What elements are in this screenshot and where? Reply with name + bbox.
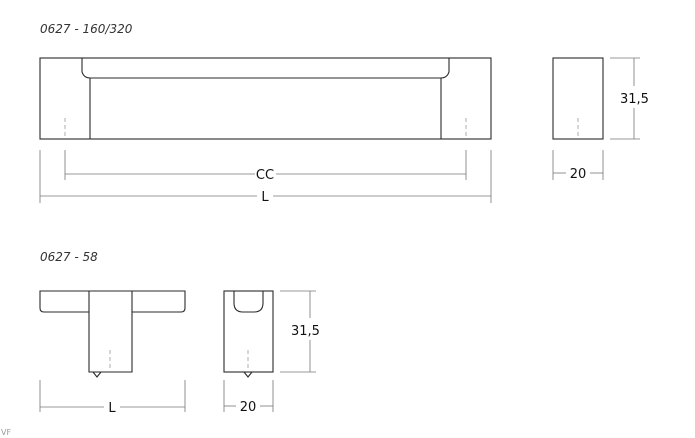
handle-front-view [39, 57, 492, 140]
label-l-2: L [108, 401, 116, 416]
footer-mark: VF [1, 428, 12, 437]
dimension-cc: CC [64, 150, 467, 183]
label-cc: CC [256, 168, 274, 183]
side-recess [233, 291, 264, 313]
label-width-2: 20 [240, 400, 257, 415]
label-l: L [261, 190, 269, 205]
label-height-2: 31,5 [291, 324, 320, 339]
drawing-2-title: 0627 - 58 [40, 250, 98, 264]
dimension-l: L [39, 150, 492, 205]
side-outline-2 [223, 290, 274, 373]
label-height: 31,5 [620, 92, 649, 107]
label-width: 20 [570, 167, 587, 182]
dimension-l-2: L [39, 380, 186, 416]
drawing-1-title: 0627 - 160/320 [40, 22, 133, 36]
handle-side-view: 31,5 20 [552, 57, 649, 182]
grip-recess [81, 58, 450, 79]
handle-outline [39, 57, 492, 140]
knob-side-view: 31,5 20 [223, 290, 320, 415]
knob-outline [39, 290, 186, 373]
knob-front-view [39, 290, 186, 378]
screw-tip [92, 371, 102, 378]
